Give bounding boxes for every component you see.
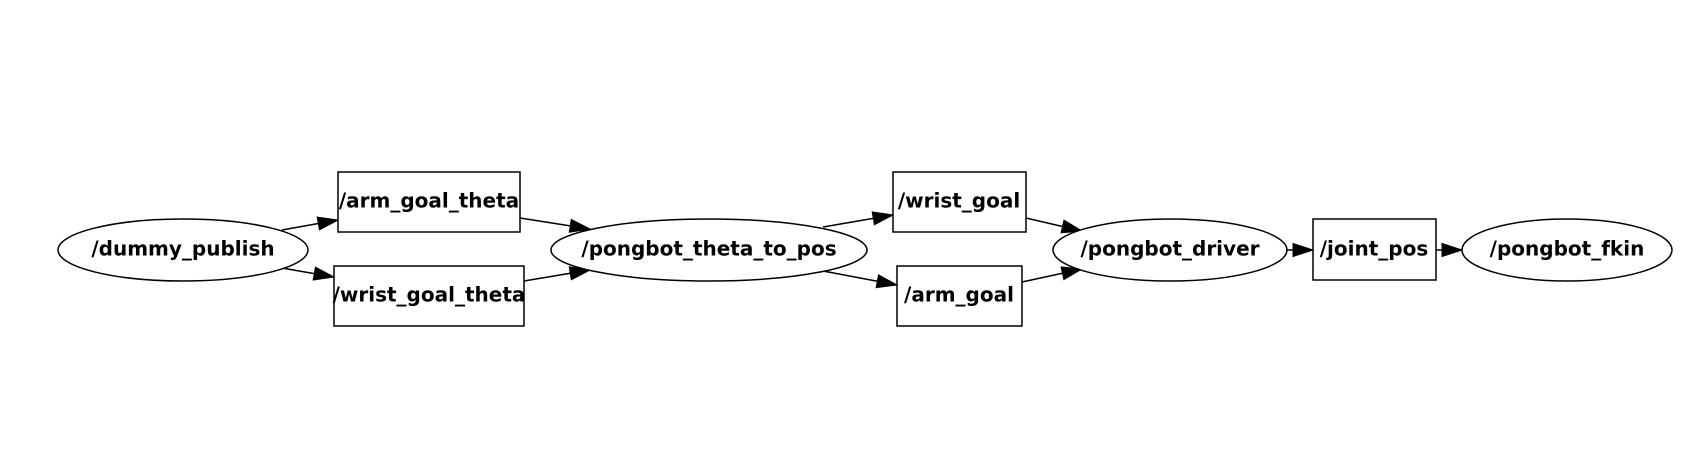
node-pongbot-driver-shape [1052, 218, 1288, 282]
node-pongbot-theta-to-pos-shape [550, 218, 868, 282]
node-pongbot-fkin[interactable]: /pongbot_fkin [1461, 218, 1673, 282]
node-joint-pos[interactable]: /joint_pos [1312, 218, 1437, 281]
edge-pongbot-theta-to-pos-to-wrist-goal [822, 211, 895, 228]
arrowhead-icon [316, 216, 340, 231]
arrowhead-icon [1292, 242, 1315, 258]
node-pongbot-driver-label: /pongbot_driver [1080, 237, 1259, 261]
edge-dummy-publish-to-arm-goal-theta [281, 216, 340, 231]
node-wrist-goal-shape [892, 171, 1027, 233]
arrowhead-icon [1060, 266, 1084, 281]
edge-arm-goal-theta-to-pongbot-theta-to-pos [519, 217, 592, 233]
node-pongbot-driver[interactable]: /pongbot_driver [1052, 218, 1288, 282]
edge-wrist-goal-theta-to-pongbot-theta-to-pos [523, 266, 592, 282]
arrowhead-icon [875, 274, 899, 289]
node-joint-pos-shape [1312, 218, 1437, 281]
node-pongbot-fkin-label: /pongbot_fkin [1490, 237, 1645, 261]
edge-wrist-goal-to-pongbot-driver [1025, 217, 1084, 234]
node-dummy-publish-shape [57, 218, 309, 282]
node-pongbot-theta-to-pos[interactable]: /pongbot_theta_to_pos [550, 218, 868, 282]
edge-arm-goal-to-pongbot-driver [1021, 266, 1084, 283]
edge-line [281, 267, 315, 275]
edge-joint-pos-to-pongbot-fkin [1436, 242, 1464, 258]
arrowhead-icon [1060, 219, 1084, 234]
edge-line [519, 217, 571, 227]
node-dummy-publish-label: /dummy_publish [91, 237, 274, 261]
arrowhead-icon [312, 266, 336, 281]
node-wrist-goal[interactable]: /wrist_goal [892, 171, 1027, 233]
edge-line [1025, 217, 1063, 228]
node-wrist-goal-label: /wrist_goal [898, 189, 1020, 213]
edge-line [523, 272, 571, 282]
node-arm-goal-shape [896, 265, 1023, 327]
edge-dummy-publish-to-wrist-goal-theta [281, 266, 336, 281]
node-wrist-goal-theta-label: /wrist_goal_theta [333, 283, 526, 307]
node-arm-goal-theta-shape [337, 171, 521, 233]
node-wrist-goal-theta-shape [333, 265, 525, 327]
node-joint-pos-label: /joint_pos [1320, 237, 1429, 261]
edge-line [822, 217, 874, 228]
edge-pongbot-driver-to-joint-pos [1287, 242, 1315, 258]
arrowhead-icon [1441, 242, 1464, 258]
edge-line [1021, 272, 1063, 283]
node-pongbot-theta-to-pos-label: /pongbot_theta_to_pos [581, 237, 836, 261]
edge-line [822, 270, 878, 283]
node-arm-goal-theta-label: /arm_goal_theta [339, 189, 519, 213]
node-wrist-goal-theta[interactable]: /wrist_goal_theta [333, 265, 526, 327]
node-arm-goal[interactable]: /arm_goal [896, 265, 1023, 327]
edge-line [281, 222, 319, 231]
node-arm-goal-theta[interactable]: /arm_goal_theta [337, 171, 521, 233]
node-arm-goal-label: /arm_goal [904, 283, 1014, 307]
node-pongbot-fkin-shape [1461, 218, 1673, 282]
edges-layer [281, 211, 1464, 289]
edge-pongbot-theta-to-pos-to-arm-goal [822, 270, 899, 289]
node-dummy-publish[interactable]: /dummy_publish [57, 218, 309, 282]
nodes-layer: /dummy_publish /arm_goal_theta /wrist_go… [57, 171, 1673, 327]
arrowhead-icon [871, 211, 895, 226]
arrowhead-icon [568, 218, 592, 233]
